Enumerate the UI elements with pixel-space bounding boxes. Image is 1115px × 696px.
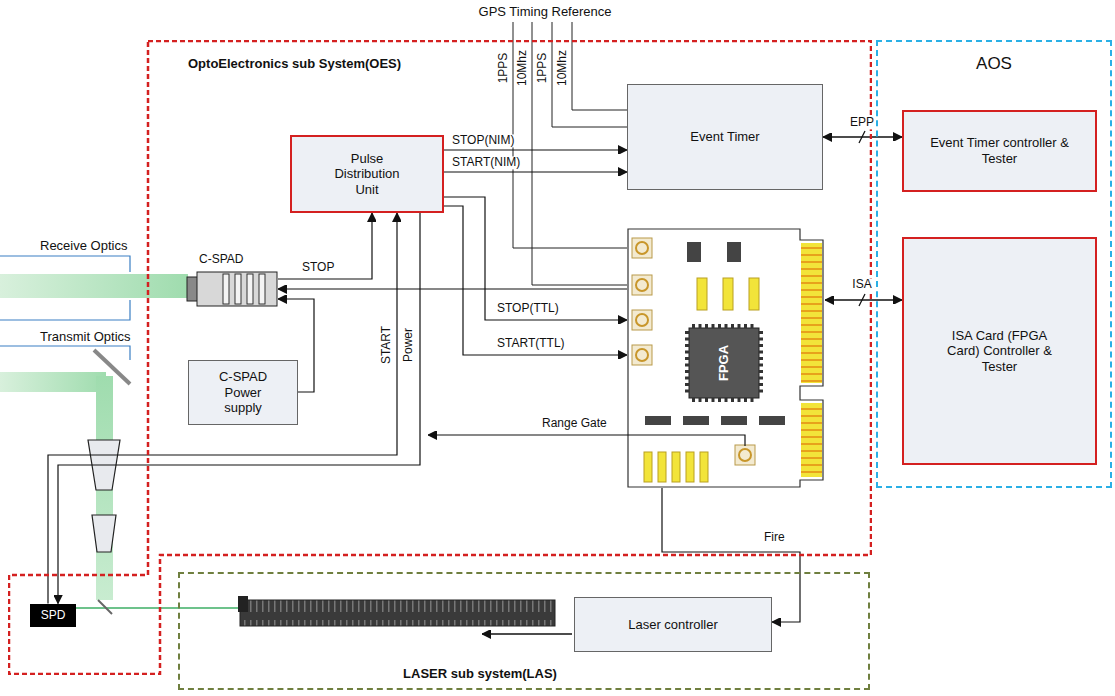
- signal-label: START(NIM): [450, 156, 522, 169]
- node-text: ISA Card (FPGA Card) Controller & Tester: [945, 328, 1055, 375]
- text-label: 10Mhz: [556, 48, 569, 88]
- fpga-card: FPGA: [627, 228, 825, 488]
- region-heading: AOS: [976, 54, 1012, 74]
- node-text: C-SPAD Power supply: [212, 369, 274, 416]
- region-heading: LASER sub system(LAS): [403, 666, 557, 682]
- text-label: 1PPS: [536, 51, 549, 86]
- node-text: Pulse Distribution Unit: [322, 151, 412, 198]
- pulse-distribution-box: Pulse Distribution Unit: [290, 135, 444, 213]
- text-label: Transmit Optics: [38, 330, 133, 344]
- laser-region: LASER sub system(LAS) Laser controller: [178, 572, 870, 690]
- c-spad-detector: C-SPAD: [185, 250, 278, 307]
- gps-wires: [513, 22, 627, 285]
- connector: [58, 213, 420, 604]
- connector: [444, 197, 627, 320]
- signal-label: START: [380, 324, 393, 366]
- signal-label: STOP(NIM): [450, 134, 516, 147]
- signal-label: ISA: [850, 278, 873, 291]
- event-timer-box: Event Timer: [627, 84, 823, 190]
- power-supply-box: C-SPAD Power supply: [188, 360, 298, 425]
- node-text: Laser controller: [628, 617, 718, 633]
- spd-detector: SPD: [30, 604, 76, 627]
- bus-mark: [859, 131, 865, 143]
- connector: [48, 213, 397, 604]
- text-label: Range Gate: [540, 417, 609, 430]
- connector: [825, 299, 902, 301]
- opto-electronics-region: OptoElectronics sub System(OES) Pulse Dis…: [8, 40, 872, 675]
- text-label: Receive Optics: [38, 239, 129, 253]
- aos-region: AOS Event Timer controller & TesterISA Ca…: [876, 40, 1112, 488]
- node-text: Event Timer: [690, 129, 759, 145]
- node-text: SPD: [41, 608, 66, 622]
- node-text: Event Timer controller & Tester: [925, 135, 1075, 166]
- signal-label: Fire: [762, 531, 787, 544]
- text-label: GPS Timing Reference: [477, 5, 614, 19]
- node-text: C-SPAD: [199, 252, 243, 266]
- signal-label: START(TTL): [495, 337, 567, 350]
- connector: [278, 288, 627, 289]
- node-text: FPGA: [716, 345, 732, 381]
- signal-label: STOP(TTL): [495, 302, 561, 315]
- connector: [444, 149, 627, 150]
- signal-label: STOP: [300, 261, 336, 274]
- laser-bar: [238, 596, 572, 634]
- text-label: 10Mhz: [516, 48, 529, 88]
- connector: [444, 206, 627, 355]
- signal-label: Power: [402, 326, 415, 364]
- isa-controller-box: ISA Card (FPGA Card) Controller & Tester: [902, 237, 1097, 465]
- text-label: 1PPS: [497, 51, 510, 86]
- controller-box: Event Timer controller & Tester: [902, 110, 1097, 192]
- region-heading: OptoElectronics sub System(OES): [188, 56, 401, 72]
- connector: [278, 213, 372, 279]
- receive-optics: [0, 256, 188, 320]
- bus-mark: [859, 294, 865, 306]
- laser-controller-box: Laser controller: [574, 597, 772, 652]
- signal-label: EPP: [848, 116, 876, 129]
- connector: [444, 171, 627, 172]
